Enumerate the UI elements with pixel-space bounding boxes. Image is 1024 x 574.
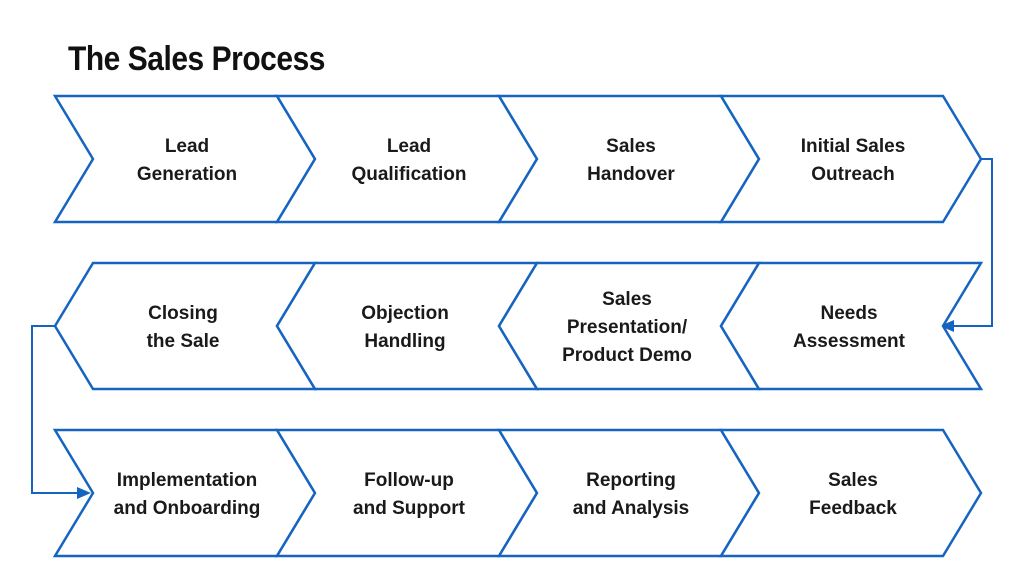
- connectors: [31, 158, 993, 499]
- step-sales-handover-label-line: Handover: [587, 164, 675, 185]
- step-objection-handling-label-line: Handling: [364, 331, 445, 352]
- step-closing-the-sale-label-line: Closing: [148, 303, 218, 324]
- arrow-right-icon: [77, 487, 91, 499]
- step-lead-qualification-label-line: Qualification: [351, 164, 466, 185]
- step-reporting-and-analysis-label-line: and Analysis: [573, 498, 690, 519]
- step-follow-up-and-support-label-line: and Support: [353, 498, 466, 519]
- step-initial-sales-outreach-label-line: Initial Sales: [801, 136, 906, 157]
- connector-row1-to-row2: [952, 158, 993, 327]
- step-sales-presentation-product-demo-label-line: Presentation/: [567, 317, 688, 338]
- step-follow-up-and-support-label-line: Follow-up: [364, 470, 454, 491]
- step-lead-generation-label-line: Generation: [137, 164, 237, 185]
- step-follow-up-and-support-label: Follow-up and Support: [353, 470, 466, 519]
- step-implementation-and-onboarding-label-line: and Onboarding: [114, 498, 261, 519]
- step-needs-assessment-label-line: Assessment: [793, 331, 906, 352]
- step-needs-assessment-chevron: [719, 261, 984, 391]
- step-closing-the-sale-label: Closing the Sale: [147, 303, 220, 352]
- step-sales-feedback-label-line: Feedback: [809, 498, 897, 519]
- arrow-left-icon: [940, 320, 954, 332]
- step-lead-generation-chevron: [52, 94, 317, 224]
- step-initial-sales-outreach-label-line: Outreach: [811, 164, 894, 185]
- step-implementation-and-onboarding-chevron: [52, 428, 317, 558]
- step-reporting-and-analysis-label-line: Reporting: [586, 470, 676, 491]
- page-title: The Sales Process: [68, 40, 325, 78]
- step-lead-qualification-label-line: Lead: [387, 136, 431, 157]
- step-lead-qualification-chevron: [274, 94, 539, 224]
- step-implementation-and-onboarding-label: Implementation and Onboarding: [114, 470, 261, 519]
- step-sales-handover-label-line: Sales: [606, 136, 656, 157]
- step-closing-the-sale-label-line: the Sale: [147, 331, 220, 352]
- step-initial-sales-outreach-chevron: [718, 94, 983, 224]
- step-sales-presentation-product-demo-label-line: Product Demo: [562, 345, 692, 366]
- step-needs-assessment-label-line: Needs: [820, 303, 877, 324]
- step-sales-handover-chevron: [496, 94, 761, 224]
- step-reporting-and-analysis-chevron: [496, 428, 761, 558]
- connector-row2-to-row3: [31, 325, 78, 494]
- step-sales-feedback-chevron: [718, 428, 983, 558]
- step-objection-handling-label-line: Objection: [361, 303, 449, 324]
- step-implementation-and-onboarding-label-line: Implementation: [117, 470, 257, 491]
- step-sales-feedback-label-line: Sales: [828, 470, 878, 491]
- step-follow-up-and-support-chevron: [274, 428, 539, 558]
- step-lead-generation-label-line: Lead: [165, 136, 209, 157]
- step-sales-presentation-product-demo-label-line: Sales: [602, 289, 652, 310]
- step-reporting-and-analysis-label: Reporting and Analysis: [573, 470, 690, 519]
